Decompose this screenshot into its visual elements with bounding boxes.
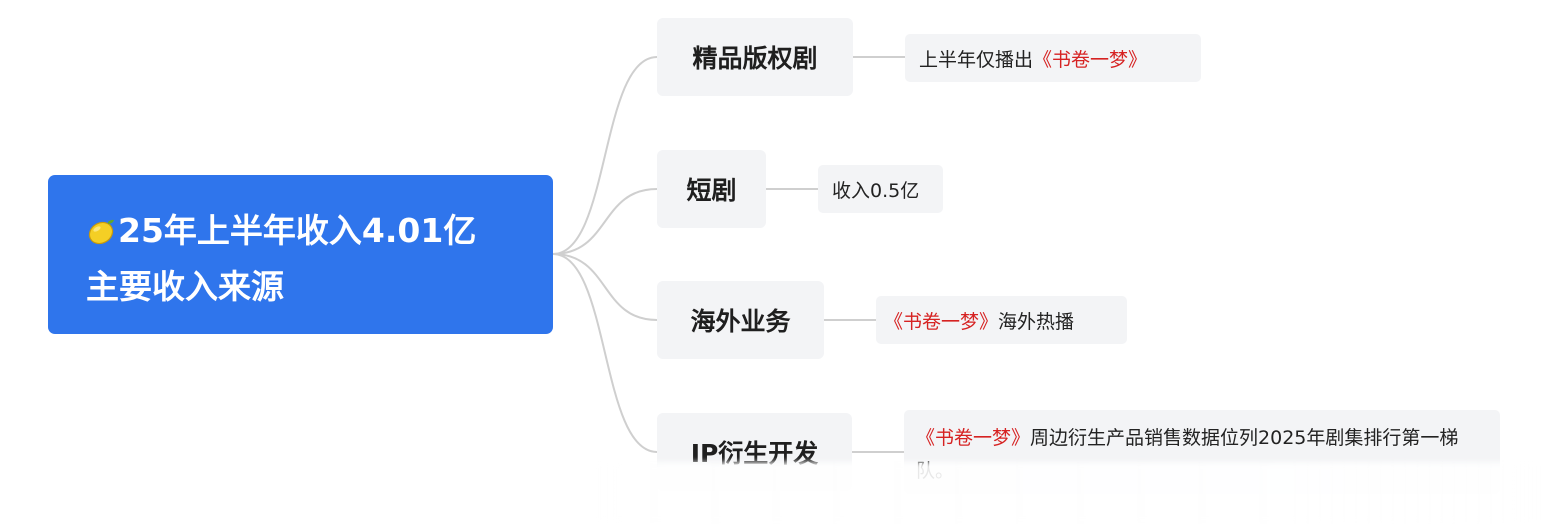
branch-label: 短剧 bbox=[686, 176, 737, 205]
watermark-overlay bbox=[590, 462, 1550, 524]
leaf-node-overseas-business[interactable]: 《书卷一梦》海外热播 bbox=[876, 296, 1127, 344]
leaf-highlight-title: 《书卷一梦》 bbox=[916, 427, 1031, 449]
connector-root-to-branch-3 bbox=[552, 253, 658, 321]
branch-node-overseas-business[interactable]: 海外业务 bbox=[657, 281, 824, 359]
leaf-node-short-drama[interactable]: 收入0.5亿 bbox=[818, 165, 943, 213]
root-title-line-1: 25年上半年收入4.01亿 bbox=[86, 203, 523, 259]
branch-node-premium-drama[interactable]: 精品版权剧 bbox=[657, 18, 853, 96]
connector-root-to-branch-1 bbox=[552, 56, 658, 255]
leaf-highlight-title: 《书卷一梦》 bbox=[1033, 48, 1148, 71]
connector-root-to-branch-4 bbox=[552, 253, 658, 453]
leaf-text: 上半年仅播出 bbox=[919, 48, 1034, 71]
leaf-node-premium-drama[interactable]: 上半年仅播出《书卷一梦》 bbox=[905, 34, 1201, 82]
leaf-highlight-title: 《书卷一梦》 bbox=[884, 310, 999, 333]
root-title-text: 25年上半年收入4.01亿 bbox=[118, 211, 477, 250]
leaf-text: 海外热播 bbox=[998, 310, 1075, 333]
branch-label: 海外业务 bbox=[690, 307, 791, 336]
leaf-text: 收入0.5亿 bbox=[832, 179, 920, 202]
lemon-icon bbox=[86, 207, 116, 245]
root-title-line-2: 主要收入来源 bbox=[86, 267, 284, 306]
branch-node-short-drama[interactable]: 短剧 bbox=[657, 150, 766, 228]
root-node[interactable]: 25年上半年收入4.01亿 主要收入来源 bbox=[48, 175, 553, 334]
connector-root-to-branch-2 bbox=[552, 188, 658, 255]
branch-label: 精品版权剧 bbox=[692, 44, 818, 73]
